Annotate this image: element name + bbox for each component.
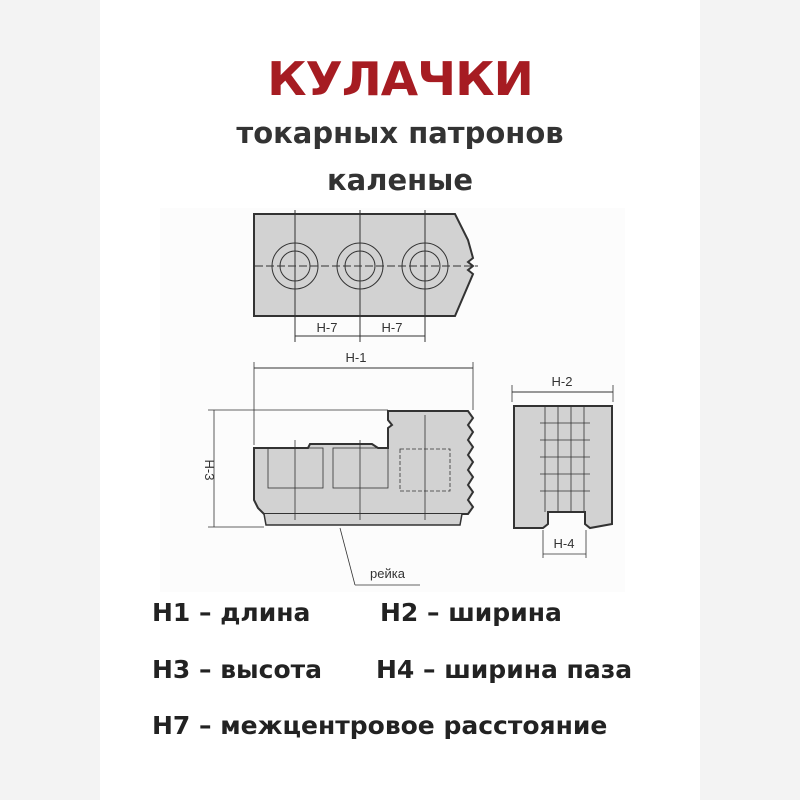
legend-h7: H7 – межцентровое расстояние [152, 711, 608, 740]
side-view [208, 362, 475, 586]
legend-h4: H4 – ширина паза [376, 655, 633, 684]
front-view [511, 385, 614, 558]
top-view [253, 210, 478, 342]
dimension-h4: H-4 [554, 536, 575, 551]
legend-h1: H1 – длина [152, 598, 311, 627]
legend-h3: H3 – высота [152, 655, 323, 684]
page-title: КУЛАЧКИ [267, 52, 534, 106]
dimension-h1: H-1 [346, 350, 367, 365]
subtitle-line-2: каленые [326, 163, 474, 197]
rack-label: рейка [370, 566, 406, 581]
dimension-h2: H-2 [552, 374, 573, 389]
dimension-h7-right: H-7 [382, 320, 403, 335]
dimension-h3: H-3 [202, 460, 217, 481]
dimension-h7-left: H-7 [317, 320, 338, 335]
subtitle-line-1: токарных патронов [236, 116, 564, 150]
legend-h2: H2 – ширина [380, 598, 562, 627]
